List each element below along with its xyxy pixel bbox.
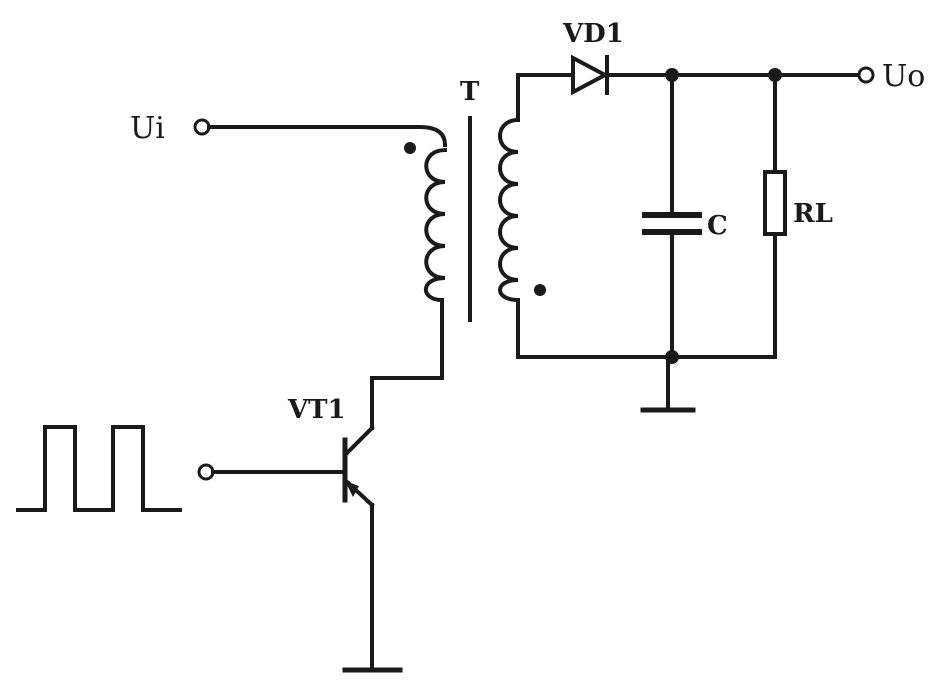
input-label: Ui xyxy=(130,111,165,146)
base-input-terminal xyxy=(197,463,215,481)
output-label: Uo xyxy=(882,59,925,94)
input-terminal xyxy=(193,118,211,136)
diode-label: VD1 xyxy=(562,19,624,49)
primary-polarity-dot xyxy=(404,142,416,154)
capacitor-label: C xyxy=(707,211,728,241)
secondary-winding xyxy=(498,73,520,359)
primary-winding xyxy=(423,147,448,380)
transformer-label: T xyxy=(460,77,480,107)
diode-symbol xyxy=(571,54,610,96)
load-resistor xyxy=(763,170,787,236)
load-label: RL xyxy=(793,199,833,229)
input-wire xyxy=(207,125,448,148)
emitter-arrow xyxy=(345,481,359,497)
collector-wire xyxy=(370,376,444,430)
transistor-label: VT1 xyxy=(287,395,346,425)
transistor-collector xyxy=(342,425,375,458)
secondary-polarity-dot xyxy=(534,284,546,296)
pulse-waveform xyxy=(16,425,182,512)
output-terminal xyxy=(857,66,875,84)
